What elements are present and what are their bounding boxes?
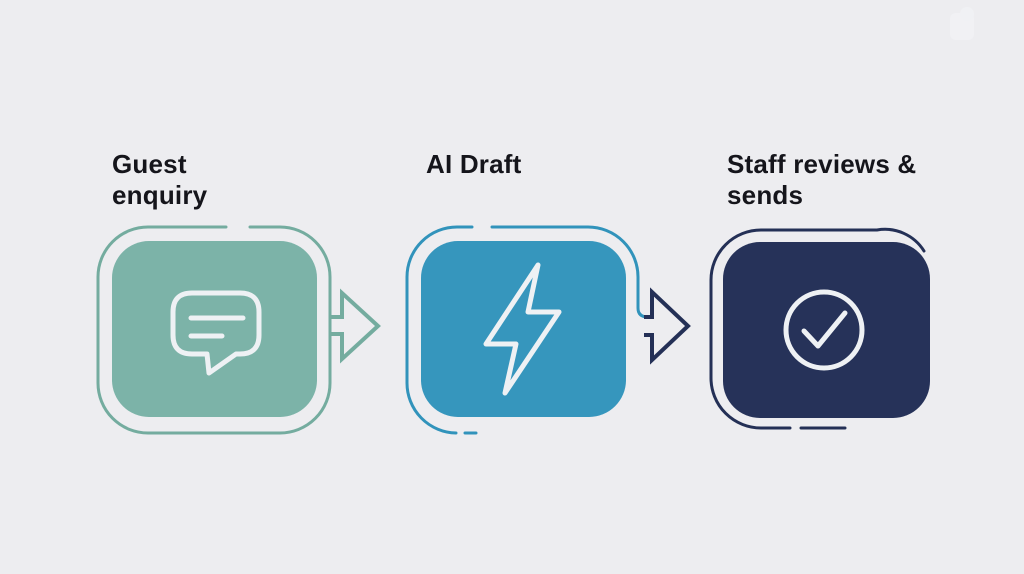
step1-outline (96, 225, 332, 435)
step2-label: AI Draft (426, 149, 522, 179)
step3-label: Staff reviews & sends (727, 149, 917, 210)
step1-label: Guest enquiry (112, 149, 208, 210)
check-circle-icon (783, 289, 865, 371)
watermark-logo (950, 7, 974, 40)
arrow-right-icon-2 (644, 287, 691, 365)
lightning-bolt-icon (483, 262, 562, 396)
chat-bubble-icon (170, 290, 262, 376)
step2-outline-right (490, 225, 650, 319)
arrow-right-icon-1 (330, 288, 381, 364)
step2-card (421, 241, 626, 417)
step3-outline-top (709, 227, 926, 380)
step3-outline-bottom (709, 376, 792, 430)
step1-card (112, 241, 317, 417)
step2-outline-left (405, 225, 474, 435)
step3-card (723, 242, 930, 418)
